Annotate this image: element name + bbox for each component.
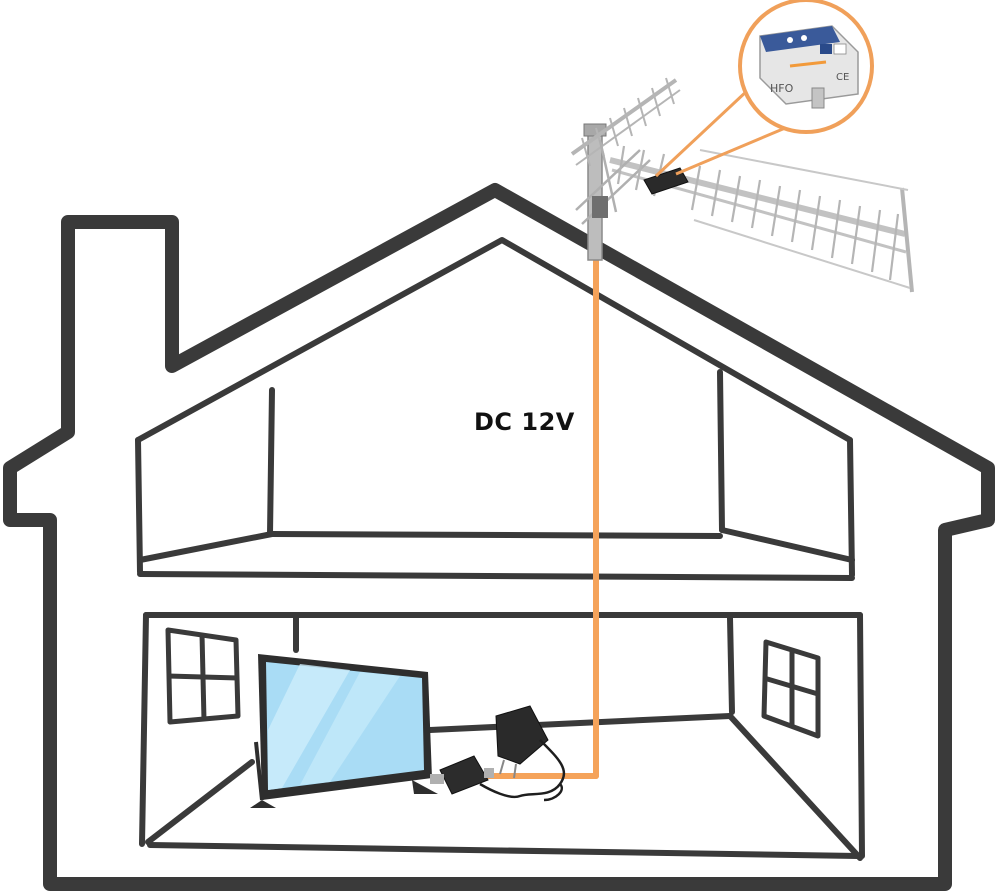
amplifier-inset: HFO CE	[738, 0, 874, 134]
voltage-label: DC 12V	[474, 408, 575, 436]
power-inserter	[430, 755, 494, 795]
power-adapter	[479, 705, 566, 802]
svg-text:CE: CE	[836, 72, 849, 83]
room	[139, 612, 865, 861]
yagi-antenna	[570, 77, 914, 293]
attic	[135, 237, 855, 581]
magnifier-lines	[654, 88, 791, 178]
coaxial-cable	[483, 249, 599, 779]
left-window	[165, 627, 241, 725]
inset-brand-mark: HFO	[770, 82, 794, 95]
right-window	[761, 639, 821, 739]
house-outline	[3, 183, 995, 891]
flat-screen-tv	[250, 654, 438, 808]
